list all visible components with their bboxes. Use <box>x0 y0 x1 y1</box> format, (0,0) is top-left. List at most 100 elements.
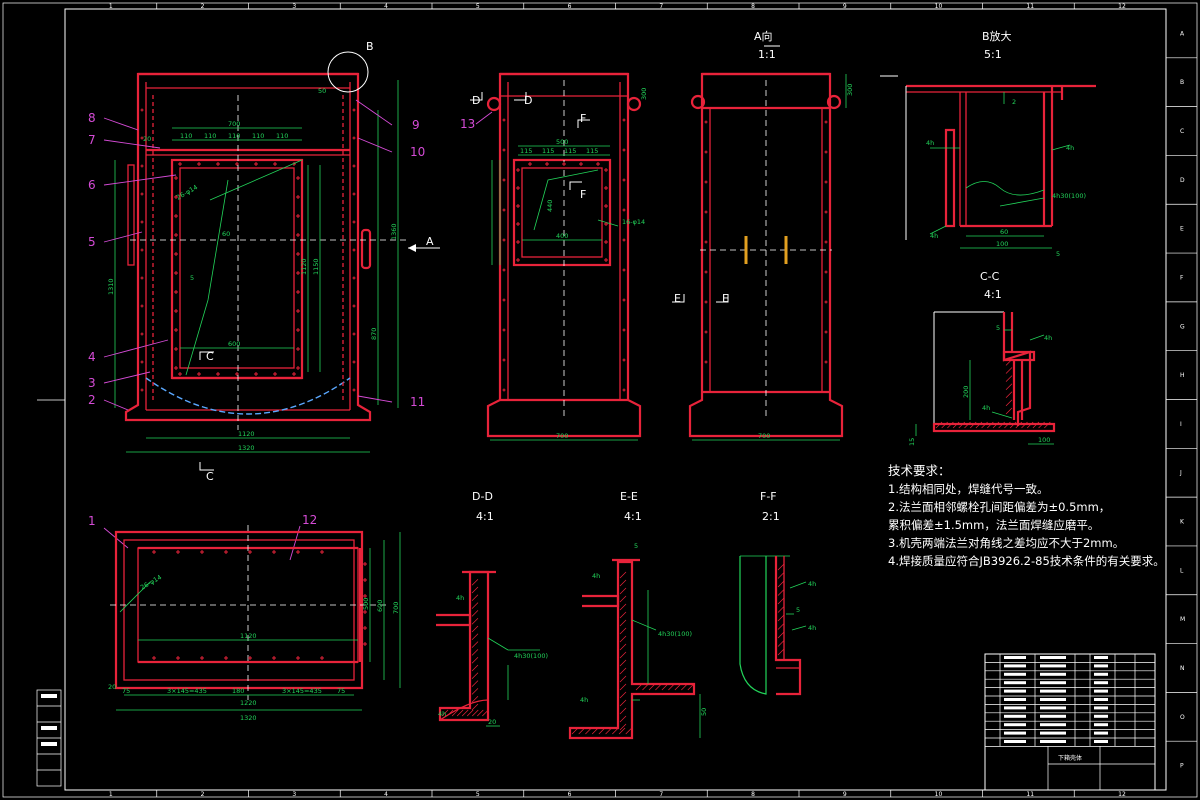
hatch-line <box>471 672 479 680</box>
frame-row-label: M <box>1180 616 1185 623</box>
dim-b-5: 5 <box>1056 250 1060 258</box>
titleblock-cell <box>1040 672 1066 676</box>
hatch-line <box>1005 367 1013 374</box>
hatch-line <box>975 421 983 429</box>
dd-scale: 4:1 <box>476 510 494 523</box>
frame-row-label: G <box>1180 323 1185 330</box>
hatch-line <box>482 709 489 717</box>
balloon-6: 6 <box>88 178 96 192</box>
hatch-line <box>642 683 649 691</box>
dim-dd-weld-bot: 4h <box>438 710 446 718</box>
dim-b-weld: 4h <box>926 139 934 147</box>
titleblock-cell <box>1040 731 1066 735</box>
titleblock-cell <box>1094 681 1108 685</box>
titleblock-cell <box>1004 714 1026 718</box>
dim-front-inner: 600 <box>228 340 240 348</box>
hatch-line <box>471 633 479 641</box>
titleblock-cell <box>1004 664 1026 668</box>
frame-row-label: E <box>1180 226 1184 233</box>
hatch-line <box>471 664 479 672</box>
titleblock-cell <box>1004 656 1026 659</box>
dd-section <box>436 570 540 727</box>
notes-line-3: 累积偏差±1.5mm，法兰面焊缝应磨平。 <box>888 518 1100 532</box>
hatch-line <box>777 597 785 605</box>
hatch-line <box>777 580 785 588</box>
ee-scale: 4:1 <box>624 510 642 523</box>
titleblock-cell <box>1094 706 1108 710</box>
dim-side-grid: 115 <box>542 147 554 155</box>
hatch-line <box>471 695 479 703</box>
hatch-line <box>619 571 627 579</box>
frame-row-label: B <box>1180 79 1184 86</box>
hatch-line <box>777 640 785 647</box>
frame-col-label: 12 <box>1118 791 1126 798</box>
frame-row-label: P <box>1180 763 1184 770</box>
marker-f-top: F <box>580 112 586 125</box>
hatch-line <box>446 709 454 717</box>
balloon-4: 4 <box>88 350 96 364</box>
frame-row-label: A <box>1180 30 1185 37</box>
frame-row-label: K <box>1180 519 1185 526</box>
dim-ff-weld: 4h <box>808 580 816 588</box>
dim-cc-200: 200 <box>962 386 970 398</box>
dim-b-weld-right: 4h <box>1066 144 1074 152</box>
titleblock-cell <box>1004 731 1026 735</box>
frame-col-label: 4 <box>384 791 388 798</box>
frame-row-label: L <box>1180 567 1184 574</box>
dim-ff-weld-lower: 4h <box>808 624 816 632</box>
titleblock-cell <box>1094 714 1108 718</box>
hatch-line <box>585 727 592 735</box>
frame-col-label: 6 <box>568 791 572 798</box>
frame-row-label: I <box>1180 421 1182 428</box>
ff-scale: 2:1 <box>762 510 780 523</box>
notes-title: 技术要求： <box>888 463 951 478</box>
b-detail <box>880 75 1096 249</box>
a-view <box>672 45 847 441</box>
hatch-line <box>777 623 785 630</box>
dim-top-1220: 1220 <box>240 699 257 707</box>
hatch-line <box>1038 421 1045 429</box>
balloon-3: 3 <box>88 376 96 390</box>
hatch-line <box>619 683 627 691</box>
hatch-line <box>777 563 785 571</box>
dim-a-bot: 700 <box>758 432 770 440</box>
titleblock-cell <box>1040 664 1066 668</box>
frame-col-label: 1 <box>109 3 113 10</box>
hatch-line <box>619 667 627 675</box>
ee-title: E-E <box>620 490 638 503</box>
frame-row-label: D <box>1180 177 1185 184</box>
dim-front-top: 700 <box>228 120 240 128</box>
hatch-line <box>941 421 948 429</box>
titleblock-cell <box>1004 698 1026 701</box>
dim-front-small: 5 <box>190 274 194 282</box>
cc-title: C-C <box>980 270 1000 283</box>
hatch-line <box>648 683 656 691</box>
frame-col-label: 2 <box>201 3 205 10</box>
notes-line-2: 2.法兰面相邻螺栓孔间距偏差为±0.5mm， <box>888 500 1111 514</box>
hatch-line <box>441 709 449 717</box>
hatch-line <box>947 421 954 429</box>
marker-c-top: C <box>206 350 214 363</box>
dim-side-grid: 115 <box>520 147 532 155</box>
hatch-line <box>471 641 479 648</box>
hatch-line <box>619 707 627 715</box>
frame-col-label: 9 <box>843 3 847 10</box>
hatch-line <box>619 587 627 595</box>
hatch-line <box>1005 391 1013 399</box>
dim-b-weld2: 4h30(100) <box>1052 192 1086 200</box>
dim-cc-weld: 4h <box>1044 334 1052 342</box>
hatch-line <box>619 579 627 587</box>
hatch-line <box>619 715 627 723</box>
hatch-line <box>1005 383 1013 390</box>
dim-side-h: 440 <box>546 200 554 212</box>
hatch-line <box>618 727 626 735</box>
hatch-line <box>619 619 627 627</box>
dim-ee-5: 5 <box>634 542 638 550</box>
dim-dd-20: 20 <box>488 718 496 726</box>
side-view <box>470 72 642 441</box>
balloon-9: 9 <box>412 118 420 132</box>
hatch-line <box>471 680 479 687</box>
dim-side-grid: 115 <box>586 147 598 155</box>
hatch-line <box>952 421 960 429</box>
